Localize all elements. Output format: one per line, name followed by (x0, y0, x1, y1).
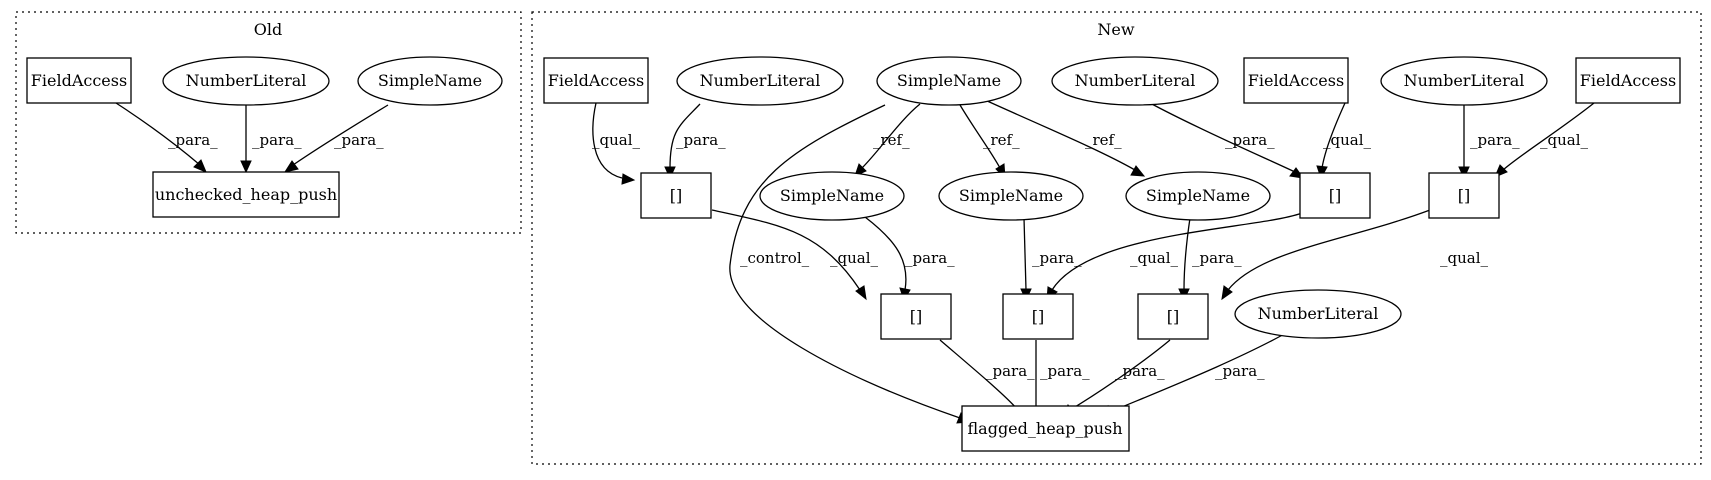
node-label: SimpleName (780, 186, 884, 205)
edge-new-numberliteral3-to-index5: _para_ (1458, 104, 1520, 180)
node-label: NumberLiteral (186, 71, 307, 90)
edge-new-simplename-c-to-index6: _para_ (1178, 217, 1242, 302)
edge-label-ref: _ref_ (1085, 131, 1122, 149)
node-label: unchecked_heap_push (155, 185, 337, 204)
edge-new-fieldaccess3-to-index5: _qual_ (1494, 102, 1595, 178)
cluster-old: Old (15, 11, 522, 234)
node-label: SimpleName (1146, 186, 1250, 205)
node-label: NumberLiteral (1404, 71, 1525, 90)
node-old-unchecked-heap-push: unchecked_heap_push (152, 171, 340, 218)
node-label: NumberLiteral (1258, 304, 1379, 323)
node-new-index-3: [] (1002, 293, 1074, 340)
edge-label-para: _para_ (252, 131, 302, 149)
edge-new-simplename-to-simplename-b: _ref_ (959, 104, 1020, 180)
nodes-old: FieldAccess NumberLiteral SimpleName unc… (26, 56, 503, 218)
node-label: NumberLiteral (700, 71, 821, 90)
edge-new-simplename-a-to-index2: _para_ (864, 216, 955, 302)
node-label: [] (910, 307, 922, 326)
edge-new-numberliteral1-to-index1: _para_ (664, 103, 726, 180)
edge-label-para: _para_ (676, 131, 726, 149)
node-new-index-6: [] (1137, 293, 1209, 340)
edge-label-para: _para_ (1040, 362, 1090, 380)
node-new-fieldaccess-3: FieldAccess (1575, 57, 1681, 104)
node-new-numberliteral-3: NumberLiteral (1380, 56, 1548, 106)
edge-new-fieldaccess2-to-index4: _qual_ (1316, 102, 1372, 180)
edge-label-qual: _qual_ (1440, 249, 1489, 267)
edge-new-fieldaccess1-to-index1: _qual_ (592, 102, 641, 185)
node-new-index-4: [] (1299, 172, 1371, 219)
edge-new-numberliteral2-to-index4: _para_ (1149, 102, 1305, 179)
node-label: [] (670, 186, 682, 205)
edge-label-para: _para_ (1192, 249, 1242, 267)
node-label: FieldAccess (1248, 71, 1344, 90)
node-label: flagged_heap_push (967, 419, 1122, 438)
edge-label-control: _control_ (740, 249, 810, 267)
edge-new-simplename-to-simplename-a: _ref_ (854, 103, 921, 177)
node-new-simplename-a: SimpleName (759, 171, 905, 221)
node-new-index-2: [] (880, 293, 952, 340)
edge-label-para: _para_ (1032, 249, 1082, 267)
node-old-simplename: SimpleName (357, 56, 503, 106)
edge-new-index4-to-index3: _qual_ (1046, 211, 1306, 302)
node-new-index-5: [] (1428, 172, 1500, 219)
edge-old-numberliteral-to-push: _para_ (240, 105, 302, 174)
edge-label-para: _para_ (1225, 131, 1275, 149)
edge-label-qual: _qual_ (1323, 131, 1372, 149)
node-old-fieldaccess: FieldAccess (26, 57, 132, 104)
cluster-old-label: Old (254, 20, 282, 39)
edge-label-para: _para_ (1470, 131, 1520, 149)
node-new-numberliteral-4: NumberLiteral (1234, 289, 1402, 339)
edge-new-simplename-b-to-index3: _para_ (1020, 217, 1082, 302)
cluster-new: New (531, 11, 1702, 465)
edge-label-para: _para_ (1115, 362, 1165, 380)
node-label: NumberLiteral (1075, 71, 1196, 90)
edge-new-index5-to-index6: _qual_ (1221, 209, 1489, 301)
edge-label-ref: _ref_ (983, 131, 1020, 149)
node-new-simplename-c: SimpleName (1125, 171, 1271, 221)
node-label: SimpleName (959, 186, 1063, 205)
edge-label-para: _para_ (905, 249, 955, 267)
node-label: [] (1167, 307, 1179, 326)
edge-label-para: _para_ (334, 131, 384, 149)
node-label: SimpleName (897, 71, 1001, 90)
edge-new-simplename-to-simplename-c: _ref_ (984, 99, 1146, 177)
edge-label-para: _para_ (168, 131, 218, 149)
node-new-fieldaccess-2: FieldAccess (1243, 57, 1349, 104)
node-label: FieldAccess (31, 71, 127, 90)
node-label: [] (1329, 186, 1341, 205)
node-new-simplename-b: SimpleName (938, 171, 1084, 221)
node-new-flagged-heap-push: flagged_heap_push (961, 405, 1130, 452)
edge-label-qual: _qual_ (592, 131, 641, 149)
edge-new-index1-to-index2: _qual_ (711, 209, 879, 301)
node-label: [] (1458, 186, 1470, 205)
edge-old-fieldaccess-to-push: _para_ (115, 102, 218, 173)
edge-label-para: _para_ (985, 362, 1035, 380)
node-label: SimpleName (378, 71, 482, 90)
edges-old: _para_ _para_ _para_ (115, 102, 389, 174)
node-old-numberliteral: NumberLiteral (162, 56, 330, 106)
edge-label-qual: _qual_ (830, 249, 879, 267)
node-label: FieldAccess (1580, 71, 1676, 90)
node-new-simplename-root: SimpleName (876, 56, 1022, 106)
edge-old-simplename-to-push: _para_ (283, 104, 389, 173)
node-label: [] (1032, 307, 1044, 326)
node-new-fieldaccess-1: FieldAccess (543, 57, 649, 104)
node-new-index-1: [] (640, 172, 712, 219)
nodes-new: FieldAccess NumberLiteral SimpleName Num… (543, 56, 1681, 452)
edge-label-ref: _ref_ (873, 131, 910, 149)
edges-new: _qual_ _para_ _ref_ _ref_ _ref_ (592, 99, 1595, 424)
edge-label-qual: _qual_ (1540, 131, 1589, 149)
node-new-numberliteral-2: NumberLiteral (1051, 56, 1219, 106)
edge-label-para: _para_ (1215, 362, 1265, 380)
cluster-new-label: New (1097, 20, 1134, 39)
node-new-numberliteral-1: NumberLiteral (676, 56, 844, 106)
node-label: FieldAccess (548, 71, 644, 90)
edge-label-qual: _qual_ (1130, 249, 1179, 267)
